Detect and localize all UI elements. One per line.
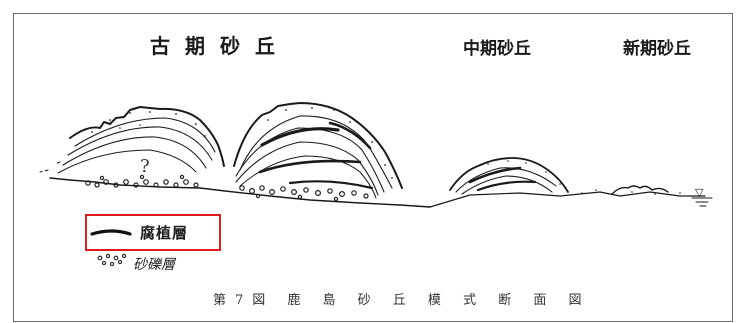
middle-dune-dark-bed xyxy=(476,180,537,192)
central-dune-stratum xyxy=(235,127,385,193)
central-dune-dark-bed xyxy=(288,180,374,190)
central-dune-dark-bed xyxy=(260,127,340,147)
middle-dune-heading: 中期砂丘 xyxy=(463,39,531,59)
gravel-layer-icon xyxy=(97,253,127,267)
old-dune-stratum xyxy=(57,149,197,174)
water-level-lines xyxy=(691,197,713,207)
water-level-icon: ▽ xyxy=(695,186,704,199)
new-dune-heading: 新期砂丘 xyxy=(623,39,691,59)
humus-layer-label: 腐植層 xyxy=(140,224,189,242)
figure-caption: 第7図 鹿 島 砂 丘 模 式 断 面 図 xyxy=(213,293,591,308)
old-dune-outline xyxy=(69,106,225,167)
central-dune-stratum xyxy=(239,155,377,199)
dashed-extension xyxy=(39,161,61,173)
new-dune-outline xyxy=(611,185,669,195)
central-dune-stratum xyxy=(239,115,393,189)
ground-line-right xyxy=(429,191,706,208)
gravel-layer xyxy=(85,174,369,202)
middle-dune-dark-bed xyxy=(468,166,522,184)
middle-dune-outline xyxy=(449,157,569,193)
gravel-layer-label: 砂礫層 xyxy=(133,257,175,273)
uncertain-boundary-mark: ? xyxy=(140,156,150,177)
sand-stipple xyxy=(91,107,681,195)
central-dune-dark-bed xyxy=(328,121,372,150)
old-dune-stratum xyxy=(62,136,207,169)
ground-line xyxy=(49,177,431,208)
old-dune-stratum xyxy=(67,126,213,161)
middle-dune-stratum xyxy=(455,167,557,193)
central-dune-outline xyxy=(233,102,403,189)
central-dune-dark-bed xyxy=(258,159,362,174)
humus-layer-line-icon xyxy=(90,229,132,236)
middle-dune-stratum xyxy=(461,175,553,195)
old-dune-heading: 古期砂丘 xyxy=(150,34,290,58)
old-dune-stratum xyxy=(74,117,216,153)
central-dune-stratum xyxy=(235,141,379,196)
legend-highlight-box xyxy=(85,214,221,251)
